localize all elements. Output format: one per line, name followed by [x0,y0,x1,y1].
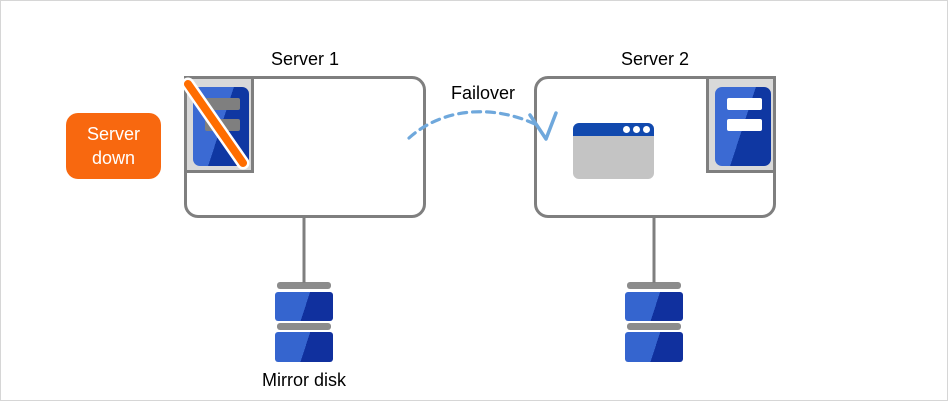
disk-platter [625,332,683,362]
mirror-disk-label: Mirror disk [262,370,346,390]
server-bar [205,98,240,110]
server2-icon [706,76,776,173]
server1-label: Server 1 [270,49,340,69]
server-tower-icon [715,87,771,166]
failover-arrow-icon [407,110,539,140]
server-bar [727,119,762,131]
disk-cap [277,282,331,289]
application-window-body [573,136,654,179]
disk-cap [627,282,681,289]
application-window-titlebar [573,123,654,136]
disk-cap [627,323,681,330]
server-down-badge: Server down [66,113,161,179]
disk-platter [625,292,683,321]
server2-label: Server 2 [620,49,690,69]
server-down-badge-text: Server down [86,124,140,168]
window-dot-icon [623,126,630,133]
application-window-icon [573,123,654,179]
disk-cap [277,323,331,330]
window-dot-icon [633,126,640,133]
failover-label: Failover [450,83,516,103]
disk-platter [275,332,333,362]
disk-platter [275,292,333,321]
window-dot-icon [643,126,650,133]
server-bar [727,98,762,110]
slash-icon [184,77,250,170]
